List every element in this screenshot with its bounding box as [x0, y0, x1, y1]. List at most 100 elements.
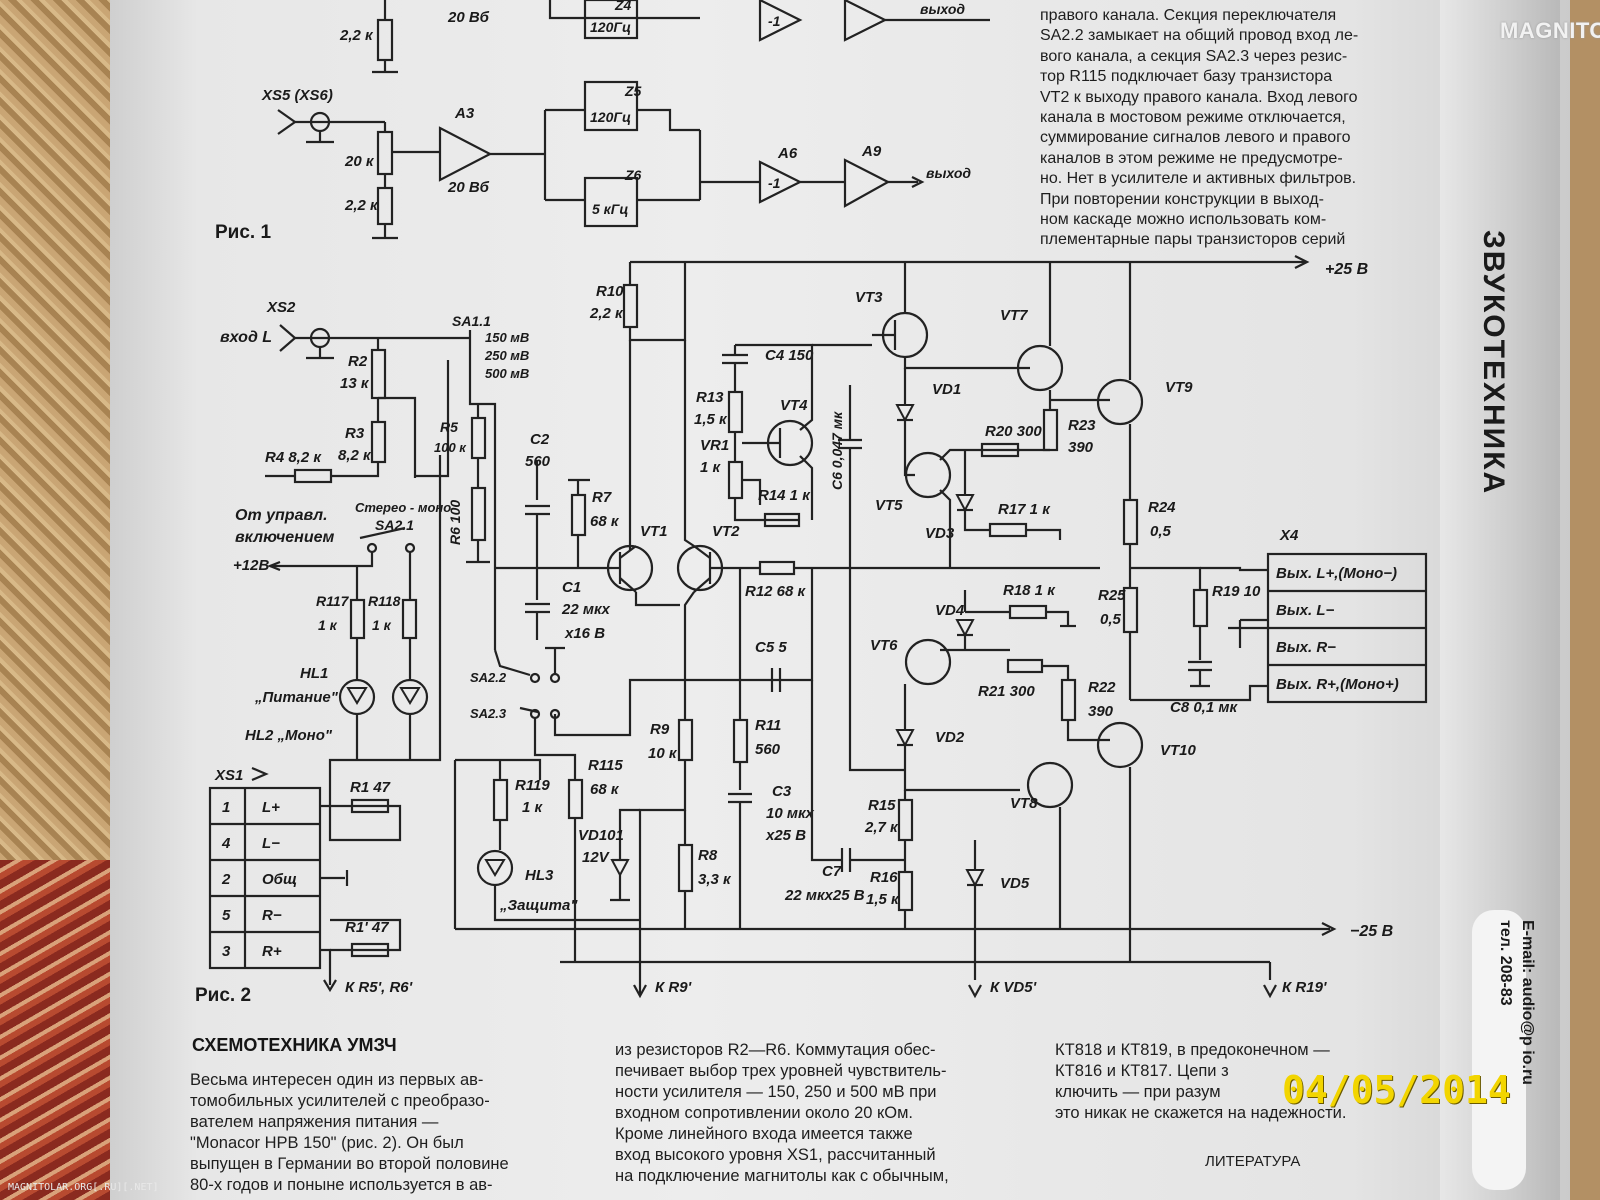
to-r5p-r6p: К R5', R6' — [345, 979, 413, 996]
vd5: VD5 — [1000, 875, 1030, 892]
vt10: VT10 — [1160, 742, 1197, 759]
article-column-3: КТ818 и КТ819, в предоконечном —КТ816 и … — [1055, 1040, 1440, 1124]
col3-line: ключить — при разум — [1055, 1083, 1221, 1101]
date-stamp: 04/05/2014 — [1282, 1068, 1511, 1112]
r117-value: 1 к — [318, 617, 338, 633]
r15-value: 2,7 к — [864, 819, 899, 836]
c5: C5 5 — [755, 639, 787, 656]
sa22: SA2.2 — [470, 670, 507, 685]
control-line2: включением — [235, 529, 335, 546]
input-l: вход L — [220, 329, 272, 346]
r13: R13 — [696, 389, 724, 406]
xs1-pin-number: 5 — [222, 907, 231, 924]
col3-line: КТ816 и КТ817. Цепи з — [1055, 1062, 1229, 1080]
fig1-z6: Z6 — [624, 167, 642, 183]
col3-line: это никак не скажется на надежности. — [1055, 1104, 1347, 1122]
fig1-z5-freq: 120Гц — [590, 109, 631, 125]
col1-line: Весьма интересен один из первых ав- — [190, 1071, 484, 1089]
xs1-pin-signal: R+ — [262, 943, 282, 960]
fig1-z4: Z4 — [614, 0, 632, 13]
r21: R21 300 — [978, 683, 1035, 700]
r115: R115 — [588, 757, 623, 774]
fig1-a9: A9 — [861, 143, 882, 160]
fig1-xs-input: XS5 (XS6) — [261, 87, 333, 104]
r117: R117 — [316, 593, 350, 609]
x4-terminal-label: Вых. L+,(Моно−) — [1276, 565, 1397, 582]
article-column-1: Весьма интересен один из первых ав-томоб… — [190, 1070, 588, 1196]
literature-heading: ЛИТЕРАТУРА — [1205, 1153, 1301, 1170]
r6: R6 100 — [447, 500, 463, 545]
footer-watermark: MAGNITOLAR.ORG[.RU][.NET] — [8, 1182, 159, 1193]
col-top-line: канала в мостовом режиме отключается, — [1040, 109, 1346, 127]
contact-tab — [1472, 910, 1526, 1190]
to-r19p: К R19' — [1282, 979, 1327, 996]
xs1-pin-signal: L+ — [262, 799, 280, 816]
vd4: VD4 — [935, 602, 965, 619]
vt8: VT8 — [1010, 795, 1038, 812]
hl3: HL3 — [525, 867, 554, 884]
r12: R12 68 к — [745, 583, 807, 600]
r10-value: 2,2 к — [589, 305, 624, 322]
r22: R22 — [1088, 679, 1116, 696]
col-top-line: ном каскаде можно использовать ком- — [1040, 211, 1327, 229]
vt6: VT6 — [870, 637, 898, 654]
r16-value: 1,5 к — [866, 891, 900, 908]
vt2: VT2 — [712, 523, 740, 540]
xs1-pin-signal: Общ — [262, 871, 297, 888]
contact-email: E-mail: audio@p io.ru — [1519, 920, 1536, 1085]
mv250: 250 мВ — [484, 348, 529, 363]
xs1-pin-number: 3 — [222, 943, 231, 960]
to-vd5p: К VD5' — [990, 979, 1037, 996]
r8: R8 — [698, 847, 718, 864]
r25-value: 0,5 — [1100, 611, 1122, 628]
x4: X4 — [1279, 527, 1299, 544]
r10: R10 — [596, 283, 624, 300]
col1-line: вателем напряжения питания — — [190, 1113, 439, 1131]
c1-voltage: х16 В — [564, 625, 605, 642]
xs1: XS1 — [214, 767, 243, 784]
r118: R118 — [368, 593, 401, 609]
r9: R9 — [650, 721, 670, 738]
section-side-title: ЗВУКОТЕХНИКА — [1477, 230, 1510, 496]
r115-value: 68 к — [590, 781, 620, 798]
col2-line: печивает выбор трех уровней чувствитель- — [615, 1062, 947, 1080]
fig1-out: выход — [926, 165, 971, 181]
control-line1: От управл. — [235, 507, 328, 524]
c3-voltage: х25 В — [765, 827, 806, 844]
contact-phone: тел. 208-83 — [1497, 920, 1514, 1006]
protection: „Защита" — [499, 897, 578, 914]
r119-value: 1 к — [522, 799, 544, 816]
vr1-value: 1 к — [700, 459, 722, 476]
hl1-power: „Питание" — [254, 689, 339, 706]
contact-info: E-mail: audio@p io.ru тел. 208-83 — [1492, 920, 1538, 1160]
hl1: HL1 — [300, 665, 328, 682]
mv150: 150 мВ — [485, 330, 529, 345]
fig1-pot-value: 20 к — [344, 153, 375, 170]
r1-prime: R1' 47 — [345, 919, 389, 936]
r2-value: 13 к — [340, 375, 370, 392]
col2-line: на подключение магнитолы как с обычным, — [615, 1167, 949, 1185]
r3-value: 8,2 к — [338, 447, 372, 464]
r25: R25 — [1098, 587, 1126, 604]
vd2: VD2 — [935, 729, 965, 746]
col-top-line: VT2 к выходу правого канала. Вход левого — [1040, 88, 1358, 106]
fig1-r-bot-value: 2,2 к — [344, 197, 379, 214]
x4-terminal-rows: Вых. L+,(Моно−)Вых. L−Вых. R−Вых. R+,(Мо… — [1276, 565, 1399, 693]
c1: C1 — [562, 579, 581, 596]
vd3: VD3 — [925, 525, 955, 542]
col2-line: вход высокого уровня XS1, рассчитанный — [615, 1146, 936, 1164]
mv500: 500 мВ — [485, 366, 529, 381]
r11-value: 560 — [755, 741, 781, 758]
plus-12v: +12В — [233, 557, 269, 574]
vt4: VT4 — [780, 397, 808, 414]
r119: R119 — [515, 777, 550, 794]
r24: R24 — [1148, 499, 1176, 516]
fig1-a3: A3 — [454, 105, 475, 122]
fig1-z5: Z5 — [624, 83, 642, 99]
col2-line: из резисторов R2—R6. Коммутация обес- — [615, 1041, 936, 1059]
vt5: VT5 — [875, 497, 903, 514]
r9-value: 10 к — [648, 745, 678, 762]
col2-line: входном сопротивлении около 20 кОм. — [615, 1104, 914, 1122]
